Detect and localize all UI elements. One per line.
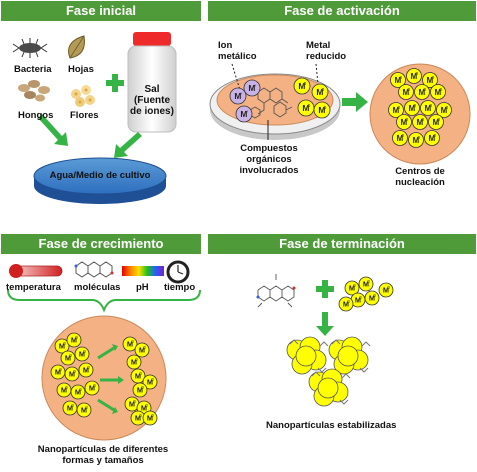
header-fase-activacion: Fase de activación xyxy=(208,1,476,21)
label-agua: Agua/Medio de cultivo xyxy=(49,170,151,181)
arrow-salt-to-dish xyxy=(114,132,142,158)
label-nanoparticulas-diferentes: Nanopartículas de diferentes formas y ta… xyxy=(37,444,169,466)
salt-bottle-icon xyxy=(127,32,177,133)
label-compuestos: Compuestos orgánicos involucrados xyxy=(239,143,299,176)
label-moleculas: moléculas xyxy=(74,282,121,293)
molecule-icon xyxy=(74,261,114,278)
label-ph: pH xyxy=(136,282,149,293)
arrow-to-stabilized xyxy=(316,312,334,336)
capping-molecule-icon xyxy=(256,274,296,308)
flowers-icon xyxy=(71,85,95,107)
fungi-icon xyxy=(18,80,50,102)
label-tiempo: tiempo xyxy=(164,282,196,293)
ph-scale-icon xyxy=(122,266,164,276)
label-hojas: Hojas xyxy=(68,64,94,75)
growth-circle xyxy=(41,315,167,441)
label-bacteria: Bacteria xyxy=(14,64,52,75)
label-sal: Sal (Fuente de iones) xyxy=(130,84,174,117)
arrow-organisms-to-dish xyxy=(38,114,68,146)
plus-icon-termination xyxy=(316,280,334,298)
label-hongos: Hongos xyxy=(18,110,54,121)
activation-dish xyxy=(209,73,341,140)
header-fase-terminacion: Fase de terminación xyxy=(208,234,476,254)
label-flores: Flores xyxy=(70,110,99,121)
label-ion-metalico: Ion metálico xyxy=(218,40,257,62)
header-fase-inicial: Fase inicial xyxy=(1,1,201,21)
clock-icon xyxy=(166,260,190,284)
label-temperatura: temperatura xyxy=(6,282,61,293)
leaf-icon xyxy=(68,35,85,59)
bacteria-icon xyxy=(12,38,48,58)
plus-icon xyxy=(106,74,124,92)
arrow-to-nucleation xyxy=(342,92,368,112)
growth-bracket xyxy=(7,289,201,313)
header-fase-crecimiento: Fase de crecimiento xyxy=(1,234,201,254)
label-nanoparticulas-estabilizadas: Nanopartículas estabilizadas xyxy=(266,420,397,431)
thermometer-icon xyxy=(9,264,63,278)
label-centros-nucleacion: Centros de nucleación xyxy=(395,166,445,188)
petri-dish-water xyxy=(33,157,167,204)
nucleation-circle xyxy=(369,63,471,165)
label-metal-reducido: Metal reducido xyxy=(306,40,347,62)
